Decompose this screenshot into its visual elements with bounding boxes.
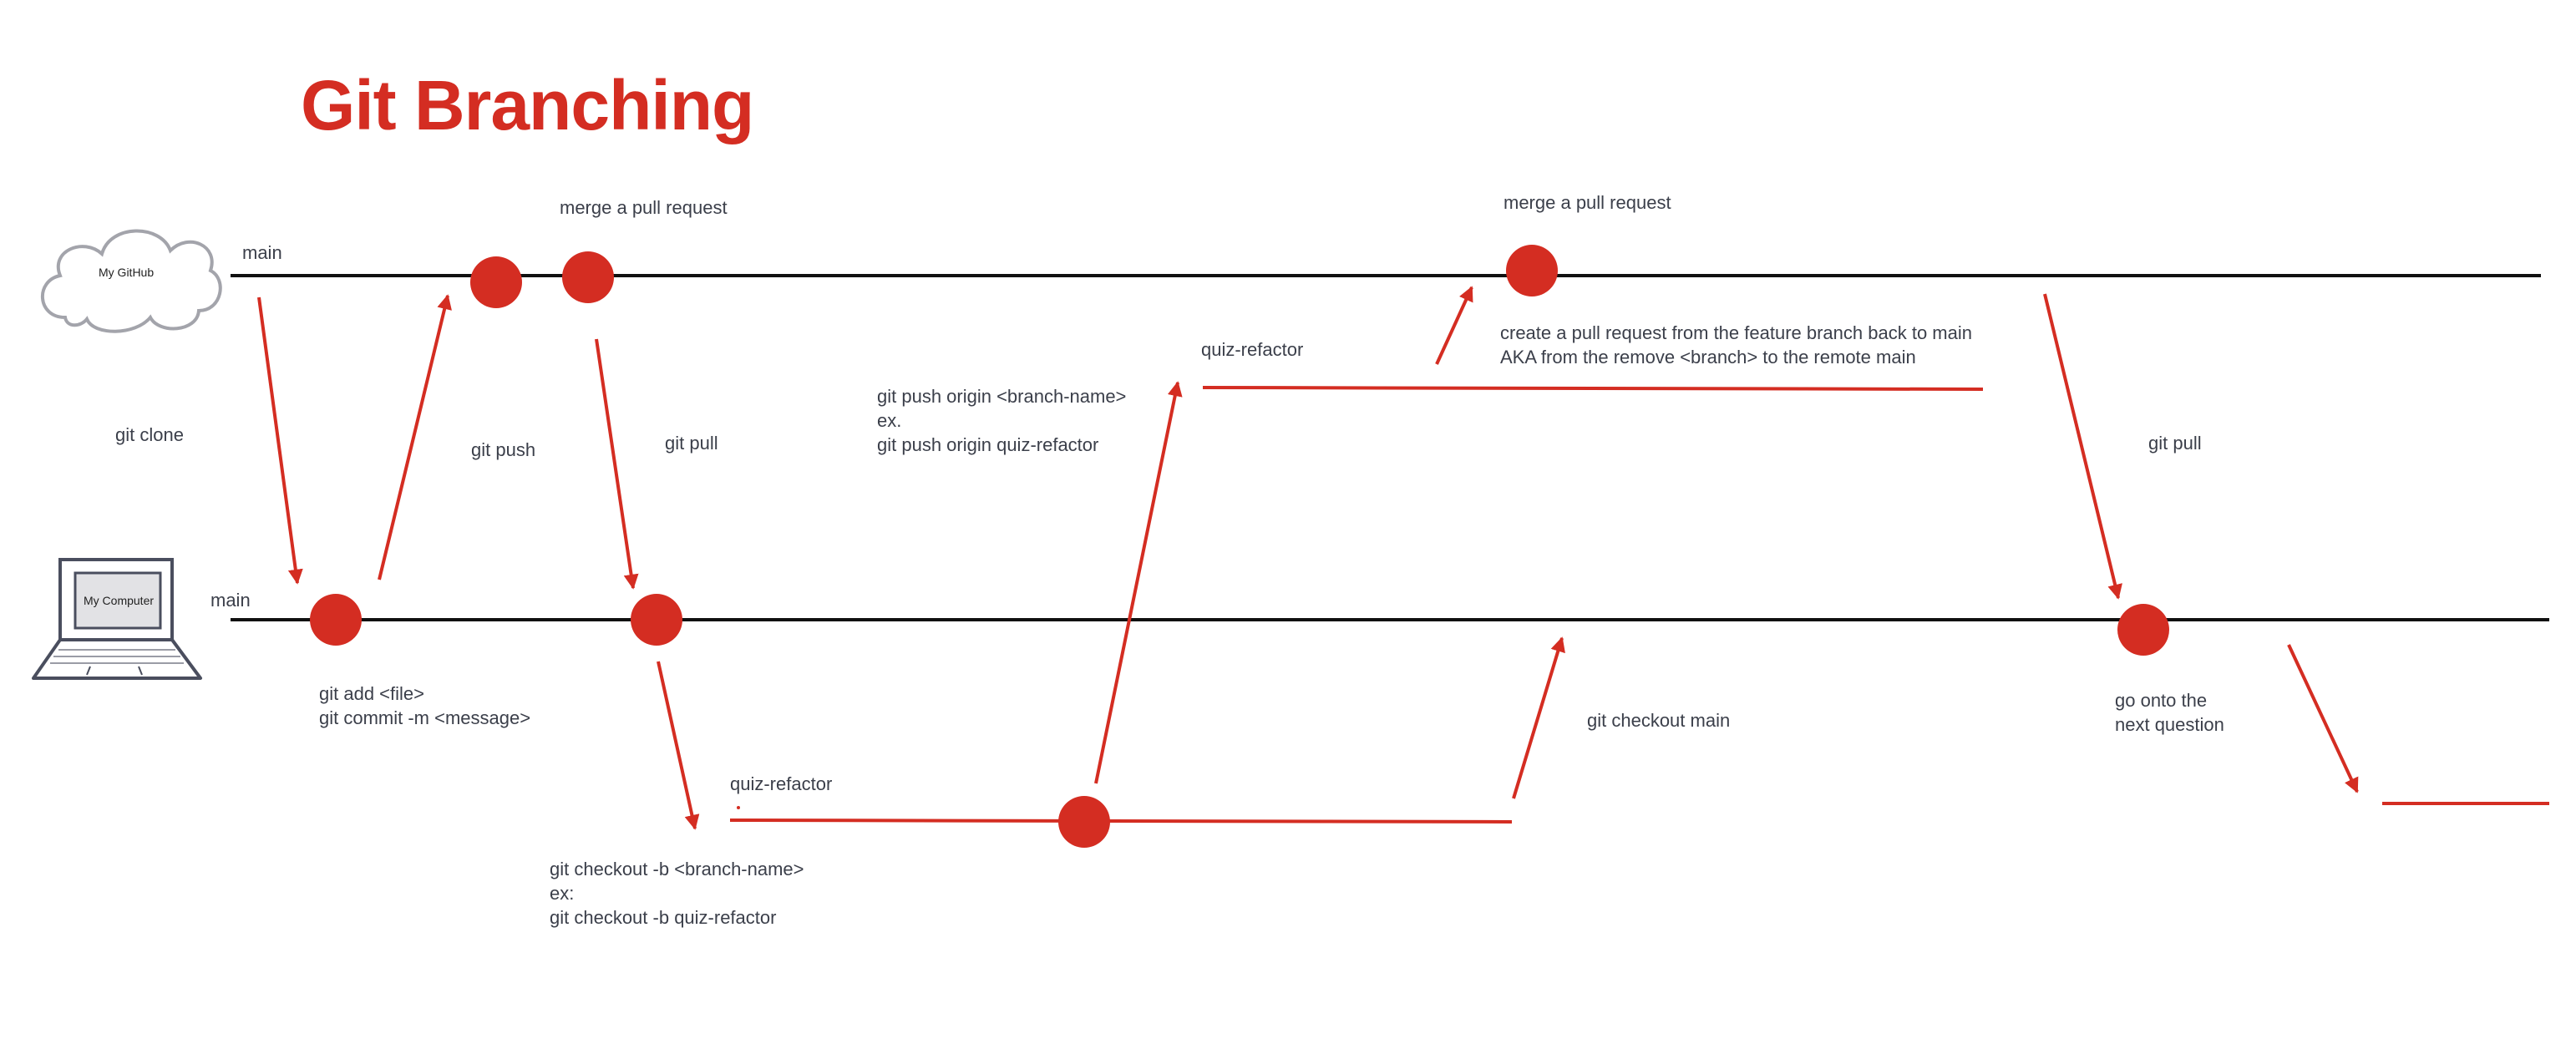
quiz-refactor-remote-line [1202,386,1984,391]
add-commit-label: git add <file> git commit -m <message> [319,683,531,728]
commit-node [1058,796,1110,848]
checkout-b-arrow [657,661,700,830]
quiz-refactor-top-label: quiz-refactor [1201,339,1304,360]
git-push-label: git push [471,439,536,460]
diagram-title: Git Branching [301,66,754,144]
push-origin-label: git push origin <branch-name> ex. git pu… [877,386,1127,455]
merge-pr-label-2: merge a pull request [1504,192,1671,213]
commit-nodes [310,245,2169,848]
laptop-icon-label: My Computer [84,594,155,607]
arrows [257,286,2359,830]
merge-pr-label-1: merge a pull request [560,197,728,218]
git-clone-label: git clone [115,424,184,445]
cloud-icon-label: My GitHub [99,266,155,279]
next-question-arrow [2287,644,2359,793]
next-question-label: go onto the next question [2115,690,2224,735]
clone-arrow [257,296,303,585]
push-origin-arrow [1094,381,1183,784]
commit-node [310,594,362,646]
commit-node [562,251,614,303]
commit-node [631,594,682,646]
quiz-refactor-bottom-label: quiz-refactor [730,773,833,794]
checkout-main-label: git checkout main [1587,710,1731,731]
quiz-refactor-local-line [729,819,1513,824]
checkout-b-label: git checkout -b <branch-name> ex: git ch… [550,859,804,928]
git-pull-main-label: git pull [2148,433,2202,454]
create-pr-arrow [1435,286,1473,365]
git-pull-label: git pull [665,433,718,454]
remote-main-label: main [242,242,282,263]
pull-arrow [595,338,639,590]
commit-node [2117,604,2169,656]
local-main-label: main [210,590,251,611]
create-pr-label: create a pull request from the feature b… [1500,322,1972,367]
cloud-icon [40,229,222,333]
small-dot [737,806,740,809]
push-arrow [378,294,452,580]
commit-node [1506,245,1558,296]
commit-node [470,256,522,308]
checkout-main-arrow [1512,636,1565,799]
laptop-icon [32,558,202,680]
pull-main-arrow [2043,293,2122,600]
